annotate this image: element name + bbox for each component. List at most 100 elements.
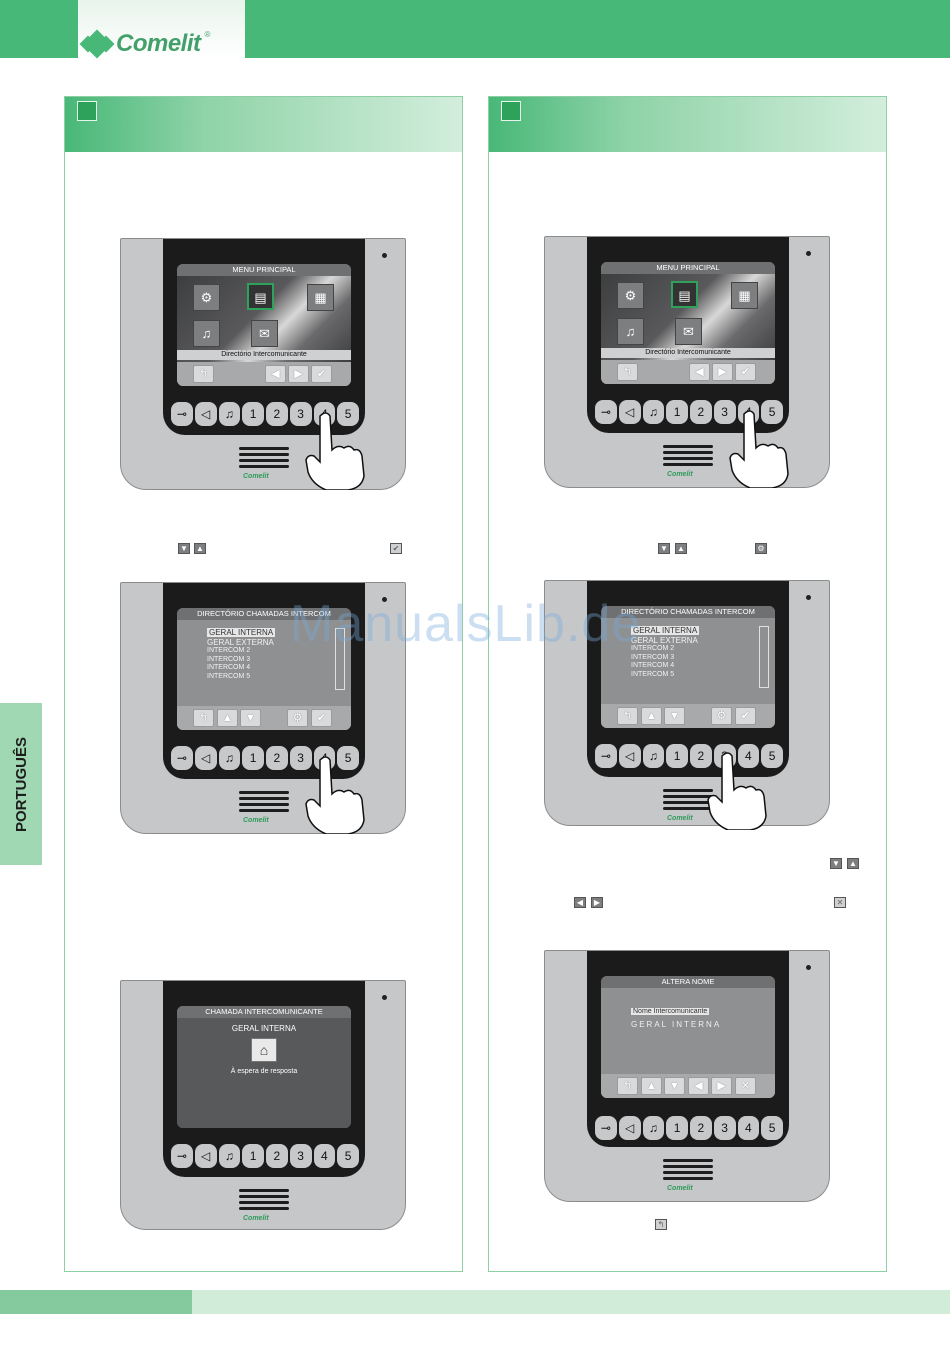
right-arrow-icon[interactable]: ▶ — [712, 363, 733, 381]
key-lock[interactable]: ⊸ — [171, 1144, 193, 1168]
speaker-grille — [239, 447, 289, 471]
music-icon[interactable]: ♫ — [617, 318, 644, 345]
scrollbar[interactable] — [759, 626, 769, 688]
key-ring[interactable]: ♫ — [642, 744, 665, 768]
monitor-device-5: DIRECTÓRIO CHAMADAS INTERCOM GERAL INTER… — [544, 580, 830, 826]
key-5[interactable]: 5 — [761, 1116, 783, 1140]
key-3[interactable]: 3 — [289, 746, 312, 770]
left-arrow-icon[interactable]: ◀ — [265, 365, 286, 383]
key-1[interactable]: 1 — [666, 744, 688, 768]
list-item-selected[interactable]: GERAL INTERNA — [631, 626, 700, 635]
list-item[interactable]: GERAL EXTERNA — [207, 637, 274, 647]
key-5[interactable]: 5 — [761, 744, 783, 768]
confirm-icon[interactable]: ✔ — [735, 363, 756, 381]
monitor-device-6: ALTERA NOME Nome Intercomunicante GERAL … — [544, 950, 830, 1202]
video-icon[interactable]: ▦ — [307, 284, 334, 311]
key-5[interactable]: 5 — [337, 746, 359, 770]
back-icon[interactable]: ↰ — [617, 363, 638, 381]
edit-icon[interactable]: ⚙ — [287, 709, 308, 727]
down-icon[interactable]: ▼ — [240, 709, 261, 727]
key-lock[interactable]: ⊸ — [171, 746, 193, 770]
key-ring[interactable]: ♫ — [642, 400, 665, 424]
key-1[interactable]: 1 — [242, 746, 264, 770]
message-icon[interactable]: ✉ — [675, 318, 702, 345]
key-ring[interactable]: ♫ — [642, 1116, 665, 1140]
up-icon[interactable]: ▲ — [641, 707, 662, 725]
list-item[interactable]: INTERCOM 5 — [631, 670, 675, 678]
up-icon[interactable]: ▲ — [641, 1077, 662, 1095]
right-arrow-icon[interactable]: ▶ — [288, 365, 309, 383]
key-4[interactable]: 4 — [737, 744, 760, 768]
up-icon[interactable]: ▲ — [217, 709, 238, 727]
key-speaker[interactable]: ◁ — [618, 400, 641, 424]
right-panel-marker — [501, 101, 521, 121]
key-speaker[interactable]: ◁ — [618, 1116, 641, 1140]
key-3[interactable]: 3 — [713, 1116, 736, 1140]
down-icon[interactable]: ▼ — [664, 1077, 685, 1095]
key-ring[interactable]: ♫ — [218, 402, 241, 426]
directory-icon[interactable]: ▤ — [247, 283, 274, 310]
list-item[interactable]: INTERCOM 4 — [631, 662, 675, 669]
left-arrow-icon[interactable]: ◀ — [689, 363, 710, 381]
name-field-input[interactable]: GERAL INTERNA — [631, 1020, 722, 1029]
led-indicator — [806, 251, 811, 256]
key-1[interactable]: 1 — [666, 1116, 688, 1140]
key-ring[interactable]: ♫ — [218, 746, 241, 770]
key-lock[interactable]: ⊸ — [595, 744, 617, 768]
key-1[interactable]: 1 — [242, 1144, 264, 1168]
list-item[interactable]: GERAL EXTERNA — [631, 635, 698, 645]
list-item[interactable]: INTERCOM 5 — [207, 672, 251, 680]
key-speaker[interactable]: ◁ — [194, 1144, 217, 1168]
list-item[interactable]: INTERCOM 3 — [631, 653, 675, 661]
key-1[interactable]: 1 — [666, 400, 688, 424]
key-2[interactable]: 2 — [690, 400, 712, 424]
key-4[interactable]: 4 — [313, 1144, 336, 1168]
left-arrow-icon[interactable]: ◀ — [688, 1077, 709, 1095]
back-icon[interactable]: ↰ — [193, 709, 214, 727]
confirm-icon[interactable]: ✔ — [311, 365, 332, 383]
settings-icon[interactable]: ⚙ — [193, 284, 220, 311]
back-icon[interactable]: ↰ — [617, 1077, 638, 1095]
list-item[interactable]: INTERCOM 3 — [207, 655, 251, 663]
list-item[interactable]: INTERCOM 2 — [207, 647, 251, 654]
key-3[interactable]: 3 — [713, 400, 736, 424]
delete-icon[interactable]: ✕ — [735, 1077, 756, 1095]
confirm-icon[interactable]: ✔ — [735, 707, 756, 725]
confirm-icon[interactable]: ✔ — [311, 709, 332, 727]
music-icon[interactable]: ♫ — [193, 320, 220, 347]
key-lock[interactable]: ⊸ — [171, 402, 193, 426]
key-lock[interactable]: ⊸ — [595, 1116, 617, 1140]
edit-icon[interactable]: ⚙ — [711, 707, 732, 725]
list-item[interactable]: INTERCOM 4 — [207, 664, 251, 671]
down-icon[interactable]: ▼ — [664, 707, 685, 725]
message-icon[interactable]: ✉ — [251, 320, 278, 347]
settings-icon[interactable]: ⚙ — [617, 282, 644, 309]
key-speaker[interactable]: ◁ — [194, 746, 217, 770]
key-4[interactable]: 4 — [737, 1116, 760, 1140]
key-2[interactable]: 2 — [690, 1116, 712, 1140]
list-item[interactable]: INTERCOM 2 — [631, 645, 675, 652]
key-speaker[interactable]: ◁ — [194, 402, 217, 426]
key-ring[interactable]: ♫ — [218, 1144, 241, 1168]
key-5[interactable]: 5 — [337, 1144, 359, 1168]
key-3[interactable]: 3 — [289, 402, 312, 426]
key-5[interactable]: 5 — [337, 402, 359, 426]
key-speaker[interactable]: ◁ — [618, 744, 641, 768]
softkey-bar: ↰ ▲ ▼ ⚙ ✔ — [601, 704, 775, 728]
back-icon[interactable]: ↰ — [193, 365, 214, 383]
key-1[interactable]: 1 — [242, 402, 264, 426]
video-icon[interactable]: ▦ — [731, 282, 758, 309]
key-2[interactable]: 2 — [266, 746, 288, 770]
key-2[interactable]: 2 — [690, 744, 712, 768]
key-2[interactable]: 2 — [266, 402, 288, 426]
key-2[interactable]: 2 — [266, 1144, 288, 1168]
list-item-selected[interactable]: GERAL INTERNA — [207, 628, 276, 637]
back-icon[interactable]: ↰ — [617, 707, 638, 725]
speaker-grille — [239, 1189, 289, 1213]
key-3[interactable]: 3 — [289, 1144, 312, 1168]
key-5[interactable]: 5 — [761, 400, 783, 424]
scrollbar[interactable] — [335, 628, 345, 690]
directory-icon[interactable]: ▤ — [671, 281, 698, 308]
key-lock[interactable]: ⊸ — [595, 400, 617, 424]
right-arrow-icon[interactable]: ▶ — [711, 1077, 732, 1095]
